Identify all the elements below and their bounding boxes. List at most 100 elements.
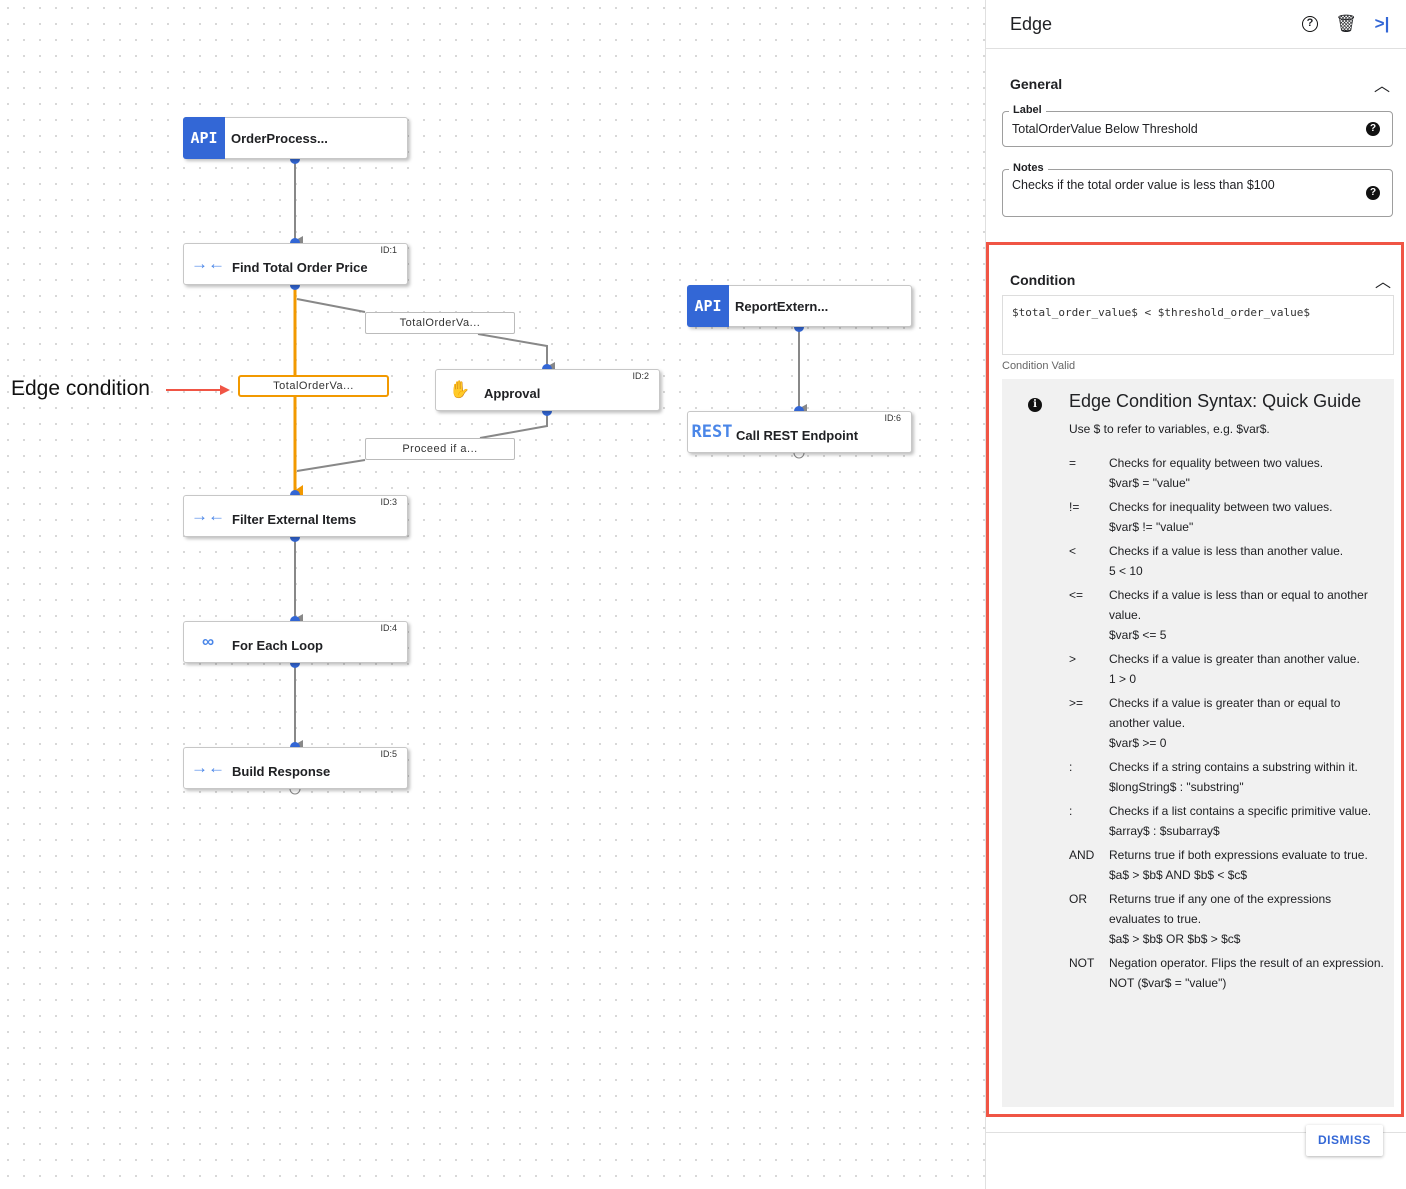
dismiss-button[interactable]: DISMISS [1306,1125,1383,1156]
operator-example: $a$ > $b$ AND $b$ < $c$ [1109,868,1248,882]
operator: AND [1069,848,1095,862]
operator-description: Returns true if any one of the expressio… [1109,892,1332,926]
operator-example: $var$ = "value" [1109,476,1190,490]
panel-title: Edge [1010,13,1053,34]
guide-row: AND Returns true if both expressions eval… [1002,845,1394,885]
edge-label-selected[interactable]: TotalOrderVa... [238,375,389,397]
operator: <= [1069,588,1084,602]
operator-example: $array$ : $subarray$ [1109,824,1220,838]
collapse-panel-icon[interactable]: >| [1374,14,1390,33]
delete-icon[interactable]: 🗑 [1335,14,1357,33]
operator-description: Checks if a value is less than or equal … [1109,588,1368,622]
operator-description: Checks for equality between two values. [1109,456,1324,470]
annotation-arrowhead [220,385,230,395]
node-id: ID:2 [632,371,649,381]
chevron-up-icon[interactable]: ︿ [1374,274,1391,291]
condition-section-header[interactable]: Condition︿ [989,268,1401,292]
operator-description: Checks if a string contains a substring … [1109,760,1358,774]
node-id: ID:1 [380,245,397,255]
node-title: Call REST Endpoint [736,427,859,443]
operator-example: NOT ($var$ = "value") [1109,976,1227,990]
node-id: ID:6 [884,413,901,423]
operator-description: Checks if a value is less than another v… [1109,544,1344,558]
label-value[interactable]: TotalOrderValue Below Threshold [1012,122,1198,136]
divider [986,1132,1406,1133]
operator: != [1069,500,1080,514]
node-for-each-loop[interactable]: ∞ For Each Loop ID:4 [183,621,408,663]
node-id: ID:5 [380,749,397,759]
merge-arrows-icon: →← [191,254,225,273]
notes-field-label: Notes [1009,162,1048,175]
guide-intro: Use $ to refer to variables, e.g. $var$. [1069,422,1270,436]
operator-description: Returns true if both expressions evaluat… [1109,848,1368,862]
operator-description: Negation operator. Flips the result of a… [1109,956,1384,970]
operator: : [1069,804,1073,818]
operator-description: Checks if a value is greater than anothe… [1109,652,1360,666]
guide-title: Edge Condition Syntax: Quick Guide [1069,391,1362,411]
chevron-up-icon[interactable]: ︿ [1373,78,1390,95]
edges-layer [166,154,807,795]
node-title: OrderProcess... [231,130,328,146]
api-icon: API [687,284,729,327]
operator-example: $var$ <= 5 [1109,628,1167,642]
infinity-icon: ∞ [201,632,215,651]
help-icon[interactable]: ? [1366,122,1380,136]
operator: = [1069,456,1077,470]
node-build-response[interactable]: →← Build Response ID:5 [183,747,408,789]
hand-icon: ✋ [449,380,471,399]
operator: >= [1069,696,1084,710]
operator-description: Checks if a value is greater than or equ… [1109,696,1341,730]
node-id: ID:4 [380,623,397,633]
operator-example: $longString$ : "substring" [1109,780,1244,794]
guide-row: : Checks if a string contains a substring… [1002,757,1394,797]
operator-example: 1 > 0 [1109,672,1137,686]
edge-label[interactable]: TotalOrderVa... [365,312,515,334]
node-id: ID:3 [380,497,397,507]
operator: OR [1069,892,1087,906]
operator-example: 5 < 10 [1109,564,1143,578]
guide-row: OR Returns true if any one of the express… [1002,889,1394,949]
help-icon[interactable]: ? [1292,16,1328,32]
node-title: Build Response [232,763,331,779]
operator-example: $a$ > $b$ OR $b$ > $c$ [1109,932,1241,946]
operator-example: $var$ >= 0 [1109,736,1167,750]
guide-row: NOT Negation operator. Flips the result o… [1002,953,1394,993]
node-title: Find Total Order Price [232,259,368,275]
operator-example: $var$ != "value" [1109,520,1194,534]
condition-status: Condition Valid [1002,360,1076,372]
node-title: For Each Loop [232,637,323,653]
notes-value[interactable]: Checks if the total order value is less … [1012,178,1275,192]
condition-input[interactable]: $total_order_value$ < $threshold_order_v… [1002,295,1394,355]
operator: > [1069,652,1077,666]
guide-row: <= Checks if a value is less than or equa… [1002,585,1394,645]
help-icon[interactable]: ? [1366,186,1380,200]
info-icon: i [1028,398,1042,412]
merge-arrows-icon: →← [191,758,225,777]
edge[interactable] [296,298,547,367]
operator: : [1069,760,1073,774]
node-title: Approval [484,385,541,401]
node-title: ReportExtern... [735,298,829,314]
guide-row: > Checks if a value is greater than anoth… [1002,649,1394,689]
node-approval[interactable]: ✋ Approval ID:2 [435,369,660,411]
operator: NOT [1069,956,1095,970]
operator-description: Checks for inequality between two values… [1109,500,1333,514]
operator-description: Checks if a list contains a specific pri… [1109,804,1372,818]
general-section-header[interactable]: General︿ [986,72,1406,96]
rest-icon: REST [691,422,733,442]
node-report-extern[interactable]: API ReportExtern... [687,284,912,327]
edge-label[interactable]: Proceed if a... [365,438,515,460]
node-find-total-order-price[interactable]: →← Find Total Order Price ID:1 [183,243,408,285]
guide-row: != Checks for inequality between two valu… [1002,497,1394,537]
annotation-label: Edge condition [11,377,150,400]
node-title: Filter External Items [232,511,357,527]
guide-row: <Checks if a value is less than another … [1002,541,1394,581]
guide-row: : Checks if a list contains a specific pr… [1002,801,1394,841]
